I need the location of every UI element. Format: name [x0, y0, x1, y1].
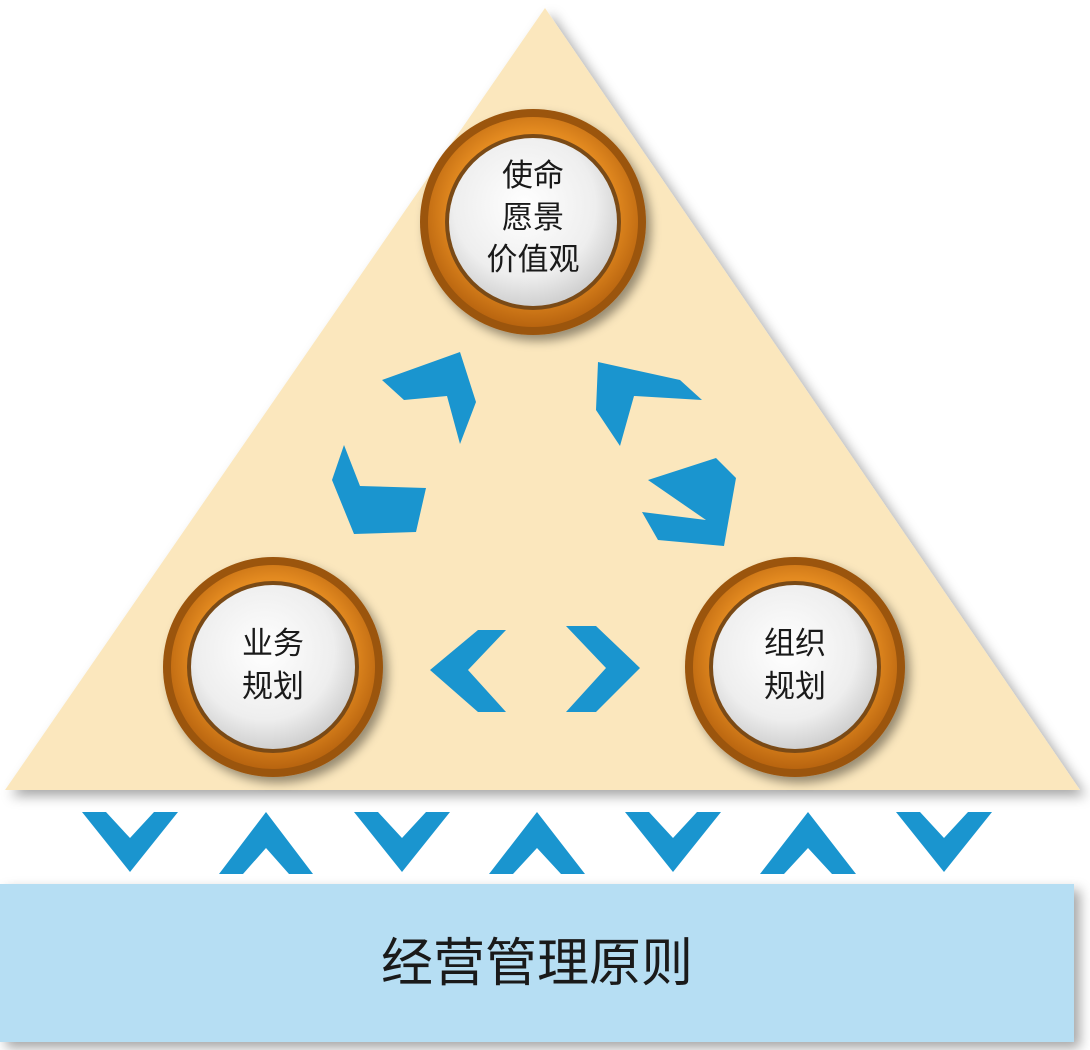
node-right-line-2: 规划: [764, 669, 826, 705]
node-right-line-1: 组织: [764, 626, 826, 662]
node-left: 业务 规划: [163, 557, 383, 777]
chevron-down-icon: [82, 812, 178, 872]
node-right: 组织 规划: [685, 557, 905, 777]
node-top: 使命 愿景 价值观: [420, 109, 646, 335]
node-top-line-2: 愿景: [502, 200, 564, 236]
chevron-arrow-icon: [596, 362, 702, 446]
chevron-down-icon: [354, 812, 450, 872]
node-left-line-2: 规划: [242, 669, 304, 705]
chevron-up-icon: [760, 812, 856, 874]
chevron-arrow-icon: [332, 445, 426, 534]
node-top-line-3: 价值观: [487, 242, 580, 278]
chevron-up-icon: [489, 812, 585, 874]
node-left-line-1: 业务: [242, 626, 304, 662]
base-bar: [0, 884, 1074, 1042]
chevron-down-icon: [625, 812, 721, 872]
chevron-up-icon: [219, 812, 313, 874]
base-label: 经营管理原则: [381, 934, 693, 994]
bottom-chevron-row: [82, 812, 992, 874]
chevron-down-icon: [896, 812, 992, 872]
chevron-arrow-icon: [642, 458, 736, 546]
chevron-arrow-icon: [382, 352, 476, 444]
node-top-line-1: 使命: [502, 158, 564, 194]
chevron-right-icon: [566, 626, 640, 712]
cycle-arrows: [332, 352, 736, 712]
chevron-left-icon: [430, 630, 506, 712]
